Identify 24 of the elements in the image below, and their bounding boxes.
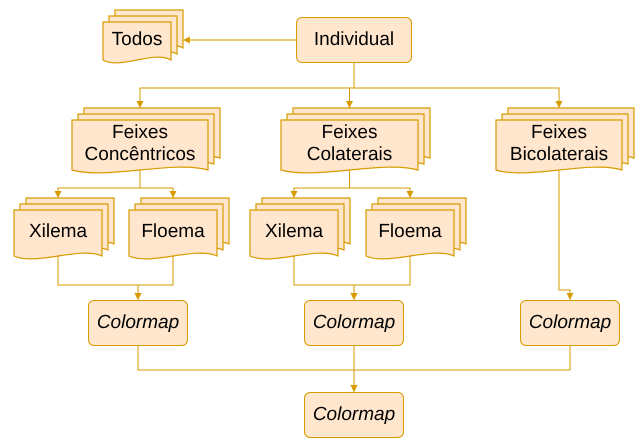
connector-arrow xyxy=(354,62,562,108)
node-label: Xilema xyxy=(264,221,324,243)
process-box xyxy=(88,300,188,346)
node-label: Individual xyxy=(314,29,394,51)
node-label: Floema xyxy=(141,221,205,243)
node-label: Feixes Concêntricos xyxy=(84,122,196,166)
node-label: Colormap xyxy=(528,312,612,334)
process-box xyxy=(296,17,412,63)
node-label: Floema xyxy=(378,221,442,243)
node-label: Colormap xyxy=(312,404,396,426)
process-box xyxy=(304,300,404,346)
node-label: Todos xyxy=(112,29,162,51)
connector-arrow xyxy=(350,346,570,392)
connector-arrow xyxy=(558,170,574,300)
node-label: Colormap xyxy=(312,312,396,334)
connector-arrow xyxy=(350,256,410,300)
process-box xyxy=(304,392,404,438)
node-label: Feixes Colaterais xyxy=(306,122,394,166)
node-label: Xilema xyxy=(28,221,88,243)
node-label: Colormap xyxy=(96,312,180,334)
connector-arrow xyxy=(134,256,174,300)
process-box xyxy=(520,300,620,346)
node-label: Feixes Bicolaterais xyxy=(508,122,610,166)
connector-arrow xyxy=(182,36,296,44)
